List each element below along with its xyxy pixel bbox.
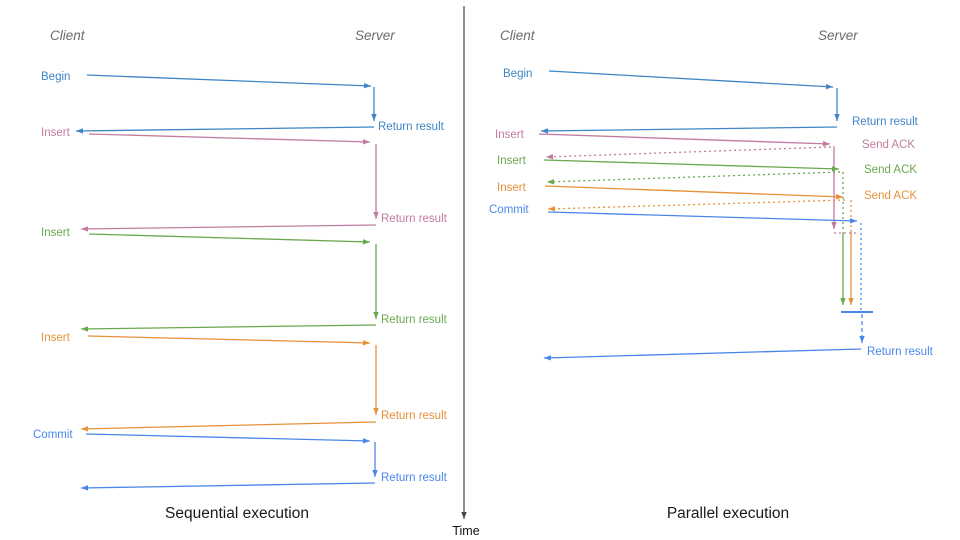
parallel-begin-return-line-arrowhead [541, 128, 549, 134]
sequential-commit-return-line-arrowhead [81, 485, 89, 491]
parallel-insert2-request-line [543, 159, 840, 170]
sequential-insert3-processing-line-arrowhead [373, 408, 379, 415]
sequential-commit-request-line [85, 433, 371, 442]
parallel-return-result-2: Return result [867, 346, 934, 358]
parallel-insert1-ack-line [545, 146, 832, 158]
sequential-return-result-4: Return result [381, 410, 448, 422]
parallel-insert2-request-line-arrowhead [831, 166, 839, 172]
parallel-insert1-ack-line-arrowhead [546, 154, 554, 160]
parallel-insert2-ack-line-arrowhead [547, 179, 555, 185]
parallel-insert1-request-line-arrowhead [822, 141, 830, 147]
sequential-insert3-return-line-arrowhead [81, 426, 89, 432]
sequential-insert2-return-line [80, 324, 377, 330]
parallel-return-result-1: Return result [852, 116, 919, 128]
parallel-commit-return-line [543, 348, 862, 359]
sequential-return-result-3: Return result [381, 314, 448, 326]
sequential-return-result-1: Return result [378, 121, 445, 133]
sequential-commit-label: Commit [33, 429, 73, 441]
parallel-begin-request-line [548, 70, 834, 88]
sequential-insert1-processing-line-arrowhead [373, 212, 379, 219]
parallel-server-header: Server [818, 28, 858, 43]
parallel-begin-processing-line-arrowhead [834, 114, 840, 121]
parallel-commit-request-line-arrowhead [849, 218, 857, 224]
parallel-insert3-ack-line-arrowhead [548, 206, 556, 212]
sequential-return-result-5: Return result [381, 472, 448, 484]
sequential-begin-return-line-arrowhead [76, 128, 84, 134]
parallel-commit-processing-line-arrowhead [859, 336, 865, 343]
parallel-begin-request-line-arrowhead [825, 83, 833, 90]
sequential-insert1-return-line-arrowhead [81, 226, 89, 232]
sequential-insert2-return-line-arrowhead [81, 326, 89, 332]
parallel-insert1-request-line [538, 133, 831, 145]
sequential-begin-processing-line-arrowhead [371, 114, 377, 121]
parallel-insert2-processing-line-arrowhead [840, 298, 846, 305]
parallel-commit-label: Commit [489, 204, 529, 216]
sequential-insert1-request-line [88, 133, 371, 143]
parallel-title: Parallel execution [667, 505, 789, 522]
sequential-commit-processing-line-arrowhead [372, 470, 378, 477]
parallel-insert3-label: Insert [497, 182, 527, 194]
sequential-title: Sequential execution [165, 505, 309, 522]
parallel-insert2-ack-line [546, 171, 841, 183]
parallel-begin-return-line [540, 126, 838, 132]
parallel-insert3-request-line-arrowhead [835, 194, 843, 200]
sequential-begin-request-line [86, 74, 372, 87]
sequential-insert3-return-line [80, 421, 377, 430]
parallel-commit-request-line [547, 211, 858, 222]
sequential-begin-return-line [75, 126, 375, 132]
parallel-insert1-processing-line-arrowhead [831, 222, 837, 229]
parallel-insert3-ack-line [547, 199, 846, 210]
sequential-begin-request-line-arrowhead [363, 83, 371, 89]
parallel-insert2-label: Insert [497, 155, 527, 167]
time-axis-arrowhead [461, 512, 467, 519]
parallel-insert3-processing-line-arrowhead [848, 298, 854, 305]
parallel-client-header: Client [500, 28, 536, 43]
sequential-return-result-2: Return result [381, 213, 448, 225]
parallel-insert3-request-line [544, 185, 844, 198]
sequential-client-header: Client [50, 28, 86, 43]
parallel-send-ack-2: Send ACK [864, 164, 917, 176]
sequential-commit-return-line [80, 482, 376, 489]
sequential-begin-label: Begin [41, 71, 70, 83]
sequential-insert3-request-line-arrowhead [362, 340, 370, 346]
sequential-insert1-label: Insert [41, 127, 71, 139]
sequential-insert3-request-line [87, 335, 371, 344]
sequential-server-header: Server [355, 28, 395, 43]
sequential-commit-request-line-arrowhead [362, 438, 370, 444]
sequential-insert3-label: Insert [41, 332, 71, 344]
sequential-insert2-request-line-arrowhead [362, 239, 370, 245]
parallel-send-ack-1: Send ACK [862, 139, 915, 151]
parallel-send-ack-3: Send ACK [864, 190, 917, 202]
sequential-insert1-return-line [80, 224, 377, 230]
parallel-begin-label: Begin [503, 68, 532, 80]
sequential-insert1-request-line-arrowhead [362, 139, 370, 145]
parallel-commit-return-line-arrowhead [544, 355, 552, 361]
sequential-insert2-processing-line-arrowhead [373, 312, 379, 319]
time-axis-label: Time [452, 524, 479, 538]
sequential-insert2-request-line [88, 233, 371, 243]
sequential-insert2-label: Insert [41, 227, 71, 239]
parallel-insert1-label: Insert [495, 129, 525, 141]
